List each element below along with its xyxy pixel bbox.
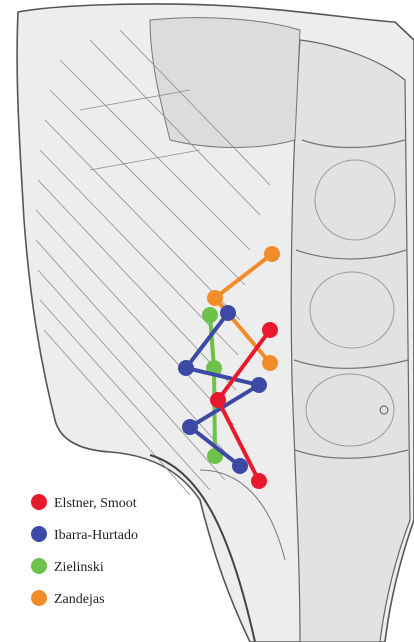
- ibarra-hurtado-point-2: [178, 360, 194, 376]
- ibarra-hurtado-point-5: [232, 458, 248, 474]
- zandejas-point-3: [262, 355, 278, 371]
- legend-label: Elstner, Smoot: [54, 496, 137, 511]
- ibarra-hurtado-point-3: [251, 377, 267, 393]
- legend-label: Ibarra-Hurtado: [54, 528, 138, 543]
- legend-label: Zandejas: [54, 592, 105, 607]
- legend-swatch: [31, 590, 47, 606]
- legend-item-zandejas: Zandejas: [31, 590, 105, 607]
- legend-swatch: [31, 558, 47, 574]
- elstner-smoot-point-2: [210, 392, 226, 408]
- zandejas-point-1: [264, 246, 280, 262]
- zandejas-point-2: [207, 290, 223, 306]
- legend-item-zielinski: Zielinski: [31, 558, 104, 575]
- elstner-smoot-point-3: [251, 473, 267, 489]
- zielinski-point-1: [202, 307, 218, 323]
- elstner-smoot-point-1: [262, 322, 278, 338]
- legend-swatch: [31, 494, 47, 510]
- legend-swatch: [31, 526, 47, 542]
- ibarra-hurtado-point-1: [220, 305, 236, 321]
- legend-label: Zielinski: [54, 560, 104, 575]
- ibarra-hurtado-point-4: [182, 419, 198, 435]
